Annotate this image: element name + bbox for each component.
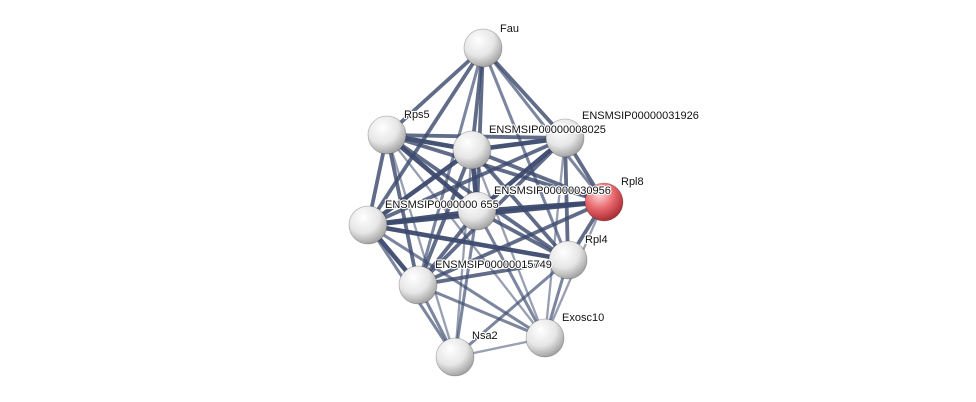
node-label-p655: ENSMSIP0000000 655 — [385, 199, 499, 211]
node-p30956[interactable] — [457, 191, 497, 231]
node-exosc10[interactable] — [525, 318, 565, 358]
node-circle-p15749[interactable] — [398, 265, 438, 305]
edge-rpl4-p15749 — [416, 258, 570, 287]
node-label-fau: Fau — [500, 23, 519, 35]
node-p8025[interactable] — [452, 130, 492, 170]
node-circle-p31926[interactable] — [545, 118, 585, 158]
node-rpl4[interactable] — [548, 240, 588, 280]
node-circle-nsa2[interactable] — [435, 337, 475, 377]
node-label-p30956: ENSMSIP00000030956 — [494, 185, 611, 197]
node-label-p15749: ENSMSIP00000015749 — [435, 259, 552, 271]
node-label-p31926: ENSMSIP00000031926 — [582, 110, 699, 122]
edge-fau-rpl8 — [481, 46, 606, 204]
edge-p655-exosc10 — [366, 223, 547, 340]
node-p655[interactable] — [348, 205, 388, 245]
node-circle-rps5[interactable] — [367, 115, 407, 155]
edge-p8025-nsa2 — [453, 148, 474, 359]
node-circle-exosc10[interactable] — [525, 318, 565, 358]
edge-rpl4-nsa2 — [453, 258, 570, 359]
node-label-rpl8: Rpl8 — [621, 176, 644, 188]
edge-p31926-p655 — [366, 136, 567, 227]
node-fau[interactable] — [463, 28, 503, 68]
node-circle-rpl8[interactable] — [584, 182, 624, 222]
edge-p30956-exosc10 — [475, 209, 547, 340]
edge-p15749-exosc10 — [416, 283, 547, 340]
edge-rps5-nsa2 — [385, 133, 457, 359]
node-circle-rpl4[interactable] — [548, 240, 588, 280]
node-rpl8[interactable] — [584, 182, 624, 222]
node-label-p8025: ENSMSIP00000008025 — [489, 124, 606, 136]
node-label-rpl4: Rpl4 — [585, 234, 608, 246]
node-label-rps5: Rps5 — [404, 109, 430, 121]
node-circle-fau[interactable] — [463, 28, 503, 68]
node-label-nsa2: Nsa2 — [472, 330, 498, 342]
edge-p8025-rpl8 — [470, 148, 606, 204]
node-circle-p8025[interactable] — [452, 130, 492, 170]
edge-fau-p30956 — [475, 46, 485, 213]
edge-p655-rpl4 — [365, 222, 571, 263]
edge-p30956-nsa2 — [453, 209, 479, 359]
node-p15749[interactable] — [398, 265, 438, 305]
node-p31926[interactable] — [545, 118, 585, 158]
node-rps5[interactable] — [367, 115, 407, 155]
edge-p8025-p655 — [365, 147, 475, 228]
node-label-exosc10: Exosc10 — [562, 312, 604, 324]
edge-p8025-rpl4 — [470, 148, 570, 262]
node-circle-p30956[interactable] — [457, 191, 497, 231]
node-circle-p655[interactable] — [348, 205, 388, 245]
node-nsa2[interactable] — [435, 337, 475, 377]
edge-fau-rps5 — [385, 46, 485, 137]
edge-p31926-exosc10 — [543, 136, 567, 340]
edge-p31926-rpl4 — [563, 136, 570, 262]
edge-rpl8-p15749 — [416, 200, 606, 287]
